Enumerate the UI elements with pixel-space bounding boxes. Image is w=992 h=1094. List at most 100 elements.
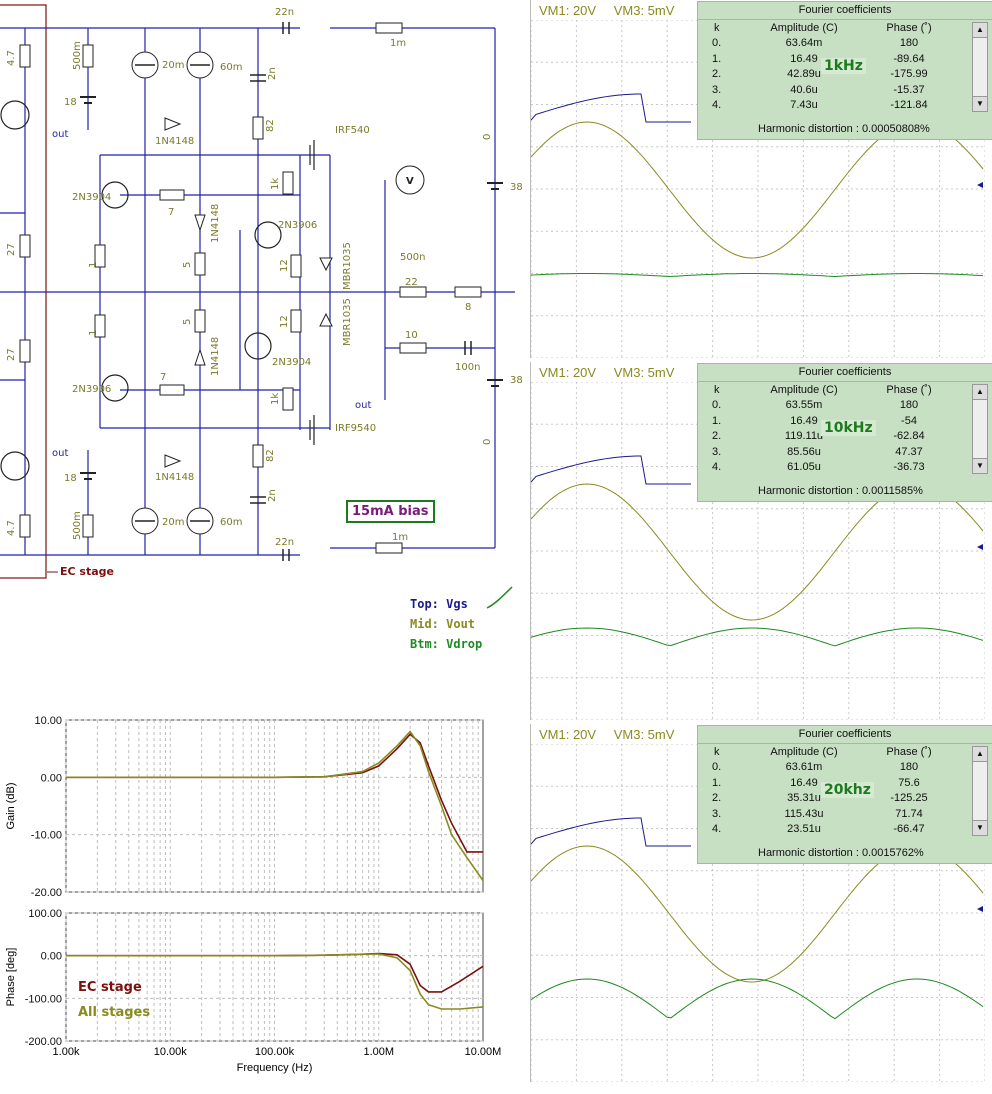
fourier-col-amp: Amplitude (C): [770, 21, 838, 34]
fourier-row[interactable]: 1. 16.49 -54: [702, 413, 964, 429]
fourier-scrollbar[interactable]: ▲ ▼: [972, 746, 988, 836]
fourier-row[interactable]: 2. 35.31u -125.25: [702, 791, 964, 807]
vm1-label: VM1: 20V: [539, 727, 597, 742]
fourier-row[interactable]: 4. 61.05u -36.73: [702, 460, 964, 476]
fourier-scrollbar[interactable]: ▲ ▼: [972, 384, 988, 474]
res-27-bot-label: 27: [6, 348, 17, 361]
fourier-cell-amp: 63.55m: [785, 399, 823, 412]
schottky-mbr1035-bot-label: MBR1035: [342, 298, 353, 346]
cursor-stroke: [486, 586, 513, 609]
legend-vgs: Top: Vgs: [410, 597, 468, 611]
frequency-badge: 10kHz: [821, 420, 876, 436]
fourier-cell-amp: 42.89u: [787, 68, 821, 81]
fourier-scrollbar[interactable]: ▲ ▼: [972, 22, 988, 112]
scope-panel-1: VM1: 20V VM3: 5mV Fourier coefficients k…: [530, 0, 992, 358]
fourier-cell-phase: -121.84: [890, 99, 928, 112]
y-tick-label: 100.00: [28, 908, 62, 920]
vout-trace: [531, 121, 984, 259]
voltmeter-icon: V: [406, 176, 414, 187]
legend-vdrop: Btm: Vdrop: [410, 637, 483, 651]
fourier-row[interactable]: 2. 42.89u -175.99: [702, 67, 964, 83]
fourier-cell-amp: 16.49: [790, 52, 818, 65]
res-1-bot-label: 1: [88, 330, 99, 336]
y-axis-label: Gain (dB): [5, 782, 17, 829]
fourier-col-amp: Amplitude (C): [770, 745, 838, 758]
vout-trace: [531, 845, 984, 983]
fourier-row[interactable]: 4. 23.51u -66.47: [702, 822, 964, 838]
fourier-cell-phase: -125.25: [890, 792, 928, 805]
bat-18-top-label: 18: [64, 97, 77, 108]
diode-1n4148-mid-bot-label: 1N4148: [210, 337, 221, 376]
fourier-title: Fourier coefficients: [698, 726, 992, 744]
y-axis-label: Phase [deg]: [5, 948, 17, 1007]
legend-vout: Mid: Vout: [410, 617, 476, 631]
fourier-cell-amp: 35.31u: [787, 792, 821, 805]
scroll-up-icon[interactable]: ▲: [973, 747, 987, 762]
distortion-label: Harmonic distortion :: [758, 485, 859, 497]
res-4-7-top-label: 4.7: [6, 50, 17, 66]
inductor-0-top-label: 0: [482, 134, 493, 140]
fourier-row[interactable]: 2. 119.11u -62.84: [702, 429, 964, 445]
vm1-label: VM1: 20V: [539, 365, 597, 380]
legend-series-label: EC stage: [78, 980, 142, 995]
scroll-down-icon[interactable]: ▼: [973, 820, 987, 835]
channel-marker-icon[interactable]: [977, 544, 983, 550]
scope-header: VM1: 20V VM3: 5mV: [539, 365, 688, 380]
x-axis-label: Frequency (Hz): [237, 1062, 313, 1074]
scroll-down-icon[interactable]: ▼: [973, 458, 987, 473]
all-stages-series: [66, 730, 484, 881]
y-tick-label: 10.00: [34, 715, 62, 727]
fourier-row[interactable]: 0. 63.64m 180: [702, 36, 964, 52]
fourier-col-k: k: [714, 21, 720, 34]
fourier-cell-k: 4.: [712, 823, 722, 836]
res-22-label: 22: [405, 277, 418, 288]
fourier-cell-phase: -66.47: [893, 823, 925, 836]
fourier-row[interactable]: 3. 85.56u 47.37: [702, 444, 964, 460]
fourier-cell-k: 0.: [712, 761, 722, 774]
scope-header: VM1: 20V VM3: 5mV: [539, 3, 688, 18]
fourier-row[interactable]: 3. 115.43u 71.74: [702, 806, 964, 822]
scroll-up-icon[interactable]: ▲: [973, 385, 987, 400]
channel-marker-icon[interactable]: [977, 906, 983, 912]
res-1m-bot-label: 1m: [392, 532, 408, 543]
fourier-cell-amp: 119.11u: [784, 430, 824, 443]
fourier-cell-amp: 16.49: [790, 776, 818, 789]
fourier-cell-phase: -54: [901, 414, 917, 427]
fourier-row[interactable]: 0. 63.55m 180: [702, 398, 964, 414]
scroll-up-icon[interactable]: ▲: [973, 23, 987, 38]
vdrop-trace: [531, 627, 984, 647]
cap-22n-bot-label: 22n: [275, 537, 294, 548]
scroll-down-icon[interactable]: ▼: [973, 96, 987, 111]
fourier-cell-k: 4.: [712, 461, 722, 474]
fourier-row[interactable]: 1. 16.49 -89.64: [702, 51, 964, 67]
fourier-cell-amp: 85.56u: [787, 445, 821, 458]
out-label-top: out: [52, 129, 68, 140]
harmonic-distortion: Harmonic distortion : 0.00050808%: [758, 123, 930, 135]
fourier-table: k Amplitude (C) Phase (˚) 0. 63.64m 180 …: [702, 20, 964, 113]
fourier-col-phase: Phase (˚): [886, 383, 932, 396]
inductor-0-bot-label: 0: [482, 439, 493, 445]
res-8-label: 8: [465, 302, 471, 313]
y-tick-label: 0.00: [41, 951, 62, 963]
res-1m-top-label: 1m: [390, 38, 406, 49]
ec-stage-label: EC stage: [60, 565, 114, 578]
all-stages-series: [66, 953, 484, 1010]
fourier-row[interactable]: 1. 16.49 75.6: [702, 775, 964, 791]
inductor-500n-label: 500n: [400, 252, 425, 263]
res-82-top-label: 82: [265, 119, 276, 132]
fourier-row[interactable]: 4. 7.43u -121.84: [702, 98, 964, 114]
fourier-cell-phase: 180: [899, 761, 919, 774]
fourier-row[interactable]: 3. 40.6u -15.37: [702, 82, 964, 98]
distortion-value: 0.00050808%: [861, 123, 930, 135]
bias-label: 15mA bias: [346, 500, 435, 523]
res-12-top-label: 12: [279, 259, 290, 272]
fourier-col-k: k: [714, 383, 720, 396]
fourier-cell-k: 1.: [712, 52, 722, 65]
res-5-bot-label: 5: [182, 319, 193, 325]
y-tick-label: -200.00: [25, 1036, 62, 1048]
fourier-row[interactable]: 0. 63.61m 180: [702, 760, 964, 776]
fourier-cell-amp: 40.6u: [790, 83, 818, 96]
fourier-title: Fourier coefficients: [698, 364, 992, 382]
channel-marker-icon[interactable]: [977, 182, 983, 188]
res-12-bot-label: 12: [279, 315, 290, 328]
